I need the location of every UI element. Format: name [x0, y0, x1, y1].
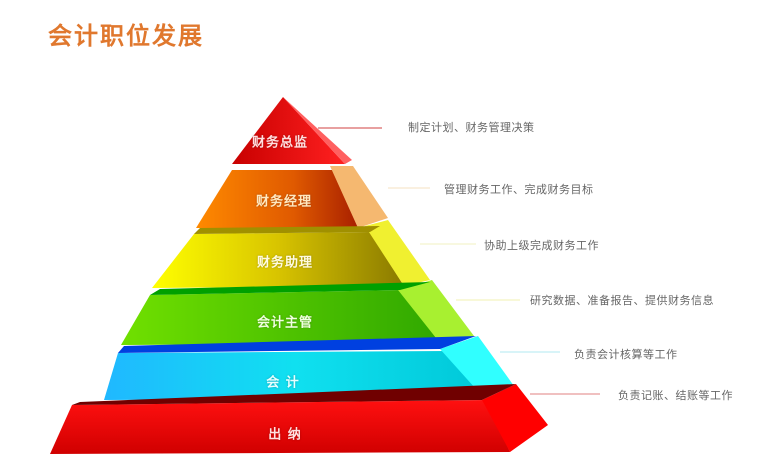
tier-4-shape — [104, 336, 560, 400]
tier-description-3: 研究数据、准备报告、提供财务信息 — [530, 294, 714, 307]
tier-5-shape — [50, 384, 600, 454]
tier-description-2: 协助上级完成财务工作 — [484, 239, 599, 252]
tier-1-shape — [196, 166, 430, 228]
tier-label-1: 财务经理 — [255, 194, 313, 210]
tier-label-3: 会计主管 — [256, 315, 314, 331]
tier-label-0: 财务总监 — [251, 135, 309, 151]
tier-3-shape — [121, 280, 520, 345]
tier-2-shape — [152, 220, 476, 288]
tier-description-4: 负责会计核算等工作 — [574, 348, 678, 361]
tier-0-shape — [232, 97, 382, 164]
tier-label-2: 财务助理 — [256, 255, 314, 271]
tier-label-5: 出 纳 — [268, 427, 302, 443]
tier-label-4: 会 计 — [266, 375, 300, 391]
tier-description-5: 负责记账、结账等工作 — [618, 389, 733, 402]
tier-description-1: 管理财务工作、完成财务目标 — [444, 183, 594, 196]
tier-description-0: 制定计划、财务管理决策 — [408, 121, 535, 134]
diagram-title: 会计职位发展 — [48, 21, 204, 50]
